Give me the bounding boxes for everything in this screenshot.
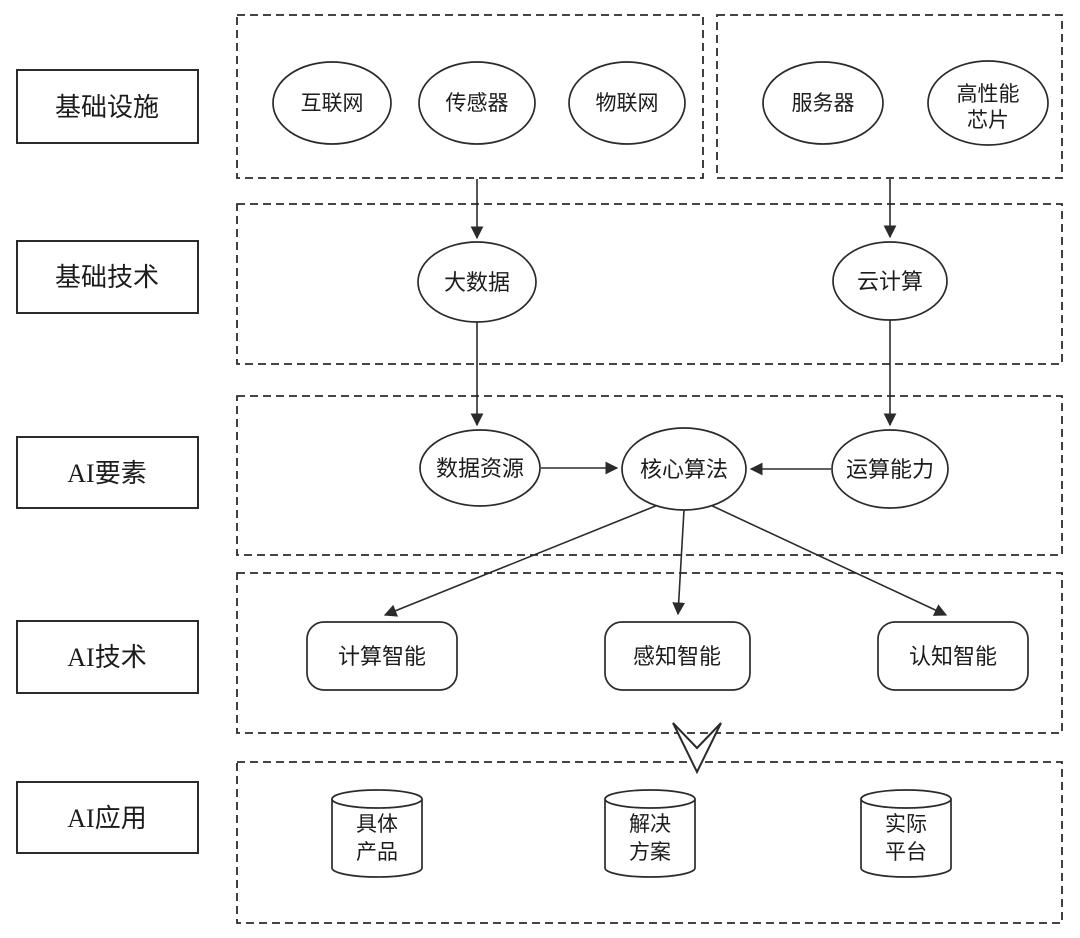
node-iot: 物联网 bbox=[568, 61, 686, 145]
node-hp-chip: 高性能 芯片 bbox=[927, 60, 1049, 146]
node-product-cylinder-body bbox=[331, 799, 423, 878]
node-iot-label: 物联网 bbox=[596, 91, 659, 115]
row-label-ai-elements: AI要素 bbox=[16, 436, 199, 509]
node-hp-chip-label-line2: 芯片 bbox=[967, 108, 1009, 132]
node-cloud-computing: 云计算 bbox=[832, 241, 948, 321]
row-label-ai-elements-text: AI要素 bbox=[67, 459, 146, 488]
node-data-resource: 数据资源 bbox=[419, 429, 541, 507]
group-box-ai-application bbox=[236, 761, 1063, 924]
node-internet: 互联网 bbox=[272, 61, 392, 145]
group-box-infrastructure-hardware bbox=[716, 14, 1063, 179]
node-perceptual-intelligence-label: 感知智能 bbox=[633, 644, 721, 669]
row-label-base-technology-text: 基础技术 bbox=[55, 263, 159, 292]
group-box-ai-technology bbox=[236, 572, 1063, 734]
node-server-ellipse bbox=[762, 61, 884, 145]
double-chevron-down-icon bbox=[672, 722, 722, 775]
node-solution-label-line2: 方案 bbox=[629, 840, 671, 864]
node-data-resource-ellipse bbox=[419, 429, 541, 507]
node-core-algorithm-label: 核心算法 bbox=[640, 457, 728, 482]
row-label-ai-technology: AI技术 bbox=[16, 620, 199, 694]
node-hp-chip-ellipse bbox=[927, 60, 1049, 146]
node-perceptual-intelligence-box bbox=[604, 621, 751, 691]
group-box-infrastructure-network bbox=[236, 14, 704, 179]
node-cognitive-intelligence-label: 认知智能 bbox=[909, 644, 997, 669]
node-computational-intelligence-label: 计算智能 bbox=[338, 644, 426, 669]
node-sensor-label: 传感器 bbox=[446, 91, 509, 115]
row-label-infrastructure: 基础设施 bbox=[16, 69, 199, 144]
node-platform-cylinder-top bbox=[860, 789, 952, 809]
node-core-algorithm: 核心算法 bbox=[621, 427, 747, 511]
node-computational-intelligence-box bbox=[306, 621, 458, 691]
row-label-ai-technology-box bbox=[16, 620, 199, 694]
node-platform: 实际 平台 bbox=[860, 789, 952, 878]
node-computing-power-label: 运算能力 bbox=[846, 457, 934, 482]
node-cloud-computing-ellipse bbox=[832, 241, 948, 321]
node-solution-label-line1: 解决 bbox=[629, 812, 671, 836]
node-sensor-ellipse bbox=[418, 61, 536, 145]
node-internet-ellipse bbox=[272, 61, 392, 145]
row-label-base-technology: 基础技术 bbox=[16, 240, 199, 314]
row-label-ai-application: AI应用 bbox=[16, 781, 199, 854]
node-hp-chip-label-line1: 高性能 bbox=[957, 82, 1020, 106]
node-computational-intelligence: 计算智能 bbox=[306, 621, 458, 691]
node-platform-label-line2: 平台 bbox=[885, 840, 927, 864]
node-internet-label: 互联网 bbox=[301, 91, 364, 115]
group-box-ai-elements bbox=[236, 395, 1063, 556]
node-platform-label-line1: 实际 bbox=[885, 812, 927, 836]
node-product-cylinder-top bbox=[331, 789, 423, 809]
node-sensor: 传感器 bbox=[418, 61, 536, 145]
row-label-infrastructure-text: 基础设施 bbox=[55, 93, 159, 122]
row-label-base-technology-box bbox=[16, 240, 199, 314]
row-label-ai-technology-text: AI技术 bbox=[67, 643, 146, 672]
node-iot-ellipse bbox=[568, 61, 686, 145]
node-server: 服务器 bbox=[762, 61, 884, 145]
node-cloud-computing-label: 云计算 bbox=[857, 269, 923, 294]
node-platform-cylinder-body bbox=[860, 799, 952, 878]
group-box-base-technology bbox=[236, 203, 1063, 365]
node-solution-cylinder-top bbox=[604, 789, 696, 809]
node-perceptual-intelligence: 感知智能 bbox=[604, 621, 751, 691]
node-big-data-ellipse bbox=[417, 241, 537, 323]
node-server-label: 服务器 bbox=[792, 91, 855, 115]
node-solution-cylinder-body bbox=[604, 799, 696, 878]
node-computing-power: 运算能力 bbox=[831, 429, 949, 509]
node-product-label-line1: 具体 bbox=[356, 812, 398, 836]
row-label-ai-elements-box bbox=[16, 436, 199, 509]
node-product: 具体 产品 bbox=[331, 789, 423, 878]
node-computing-power-ellipse bbox=[831, 429, 949, 509]
node-big-data: 大数据 bbox=[417, 241, 537, 323]
row-label-ai-application-box bbox=[16, 781, 199, 854]
node-solution: 解决 方案 bbox=[604, 789, 696, 878]
row-label-ai-application-text: AI应用 bbox=[67, 804, 146, 833]
arrow-corealgorithm-to-computational bbox=[383, 502, 664, 617]
node-product-label-line2: 产品 bbox=[356, 840, 398, 864]
row-label-infrastructure-box bbox=[16, 69, 199, 144]
node-data-resource-label: 数据资源 bbox=[436, 456, 524, 481]
arrow-corealgorithm-to-cognitive bbox=[705, 502, 948, 616]
arrow-corealgorithm-to-perceptual bbox=[672, 509, 686, 616]
node-cognitive-intelligence: 认知智能 bbox=[877, 621, 1029, 691]
node-big-data-label: 大数据 bbox=[444, 270, 510, 295]
node-core-algorithm-ellipse bbox=[621, 427, 747, 511]
node-cognitive-intelligence-box bbox=[877, 621, 1029, 691]
